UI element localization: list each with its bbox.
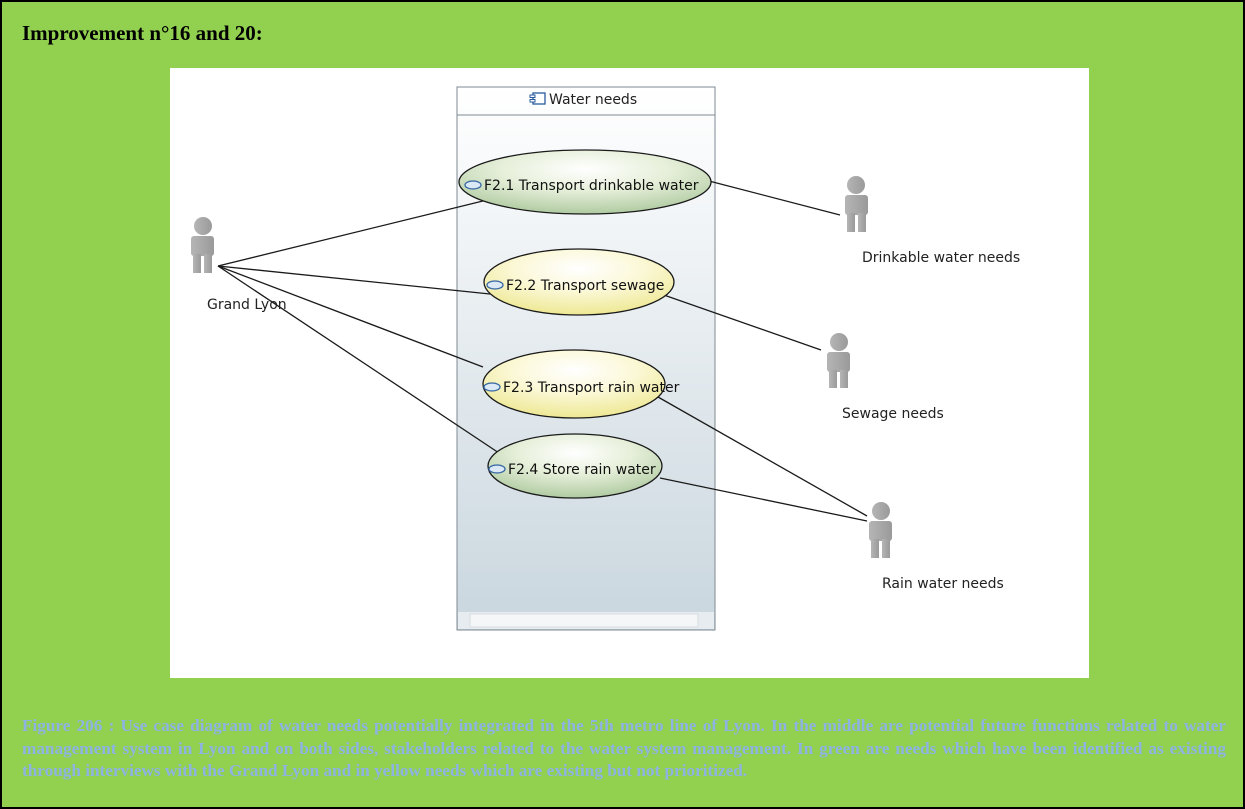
- system-title: Water needs: [549, 92, 637, 108]
- association-grand-lyon-f2-3: [217, 265, 484, 368]
- actor-label: Rain water needs: [882, 576, 1004, 592]
- use-case-f2-3[interactable]: F2.3 Transport rain water: [482, 349, 680, 419]
- association-grand-lyon-f2-2: [217, 265, 491, 295]
- use-case-f2-1[interactable]: F2.1 Transport drinkable water: [458, 149, 712, 215]
- use-case-label: F2.1 Transport drinkable water: [484, 178, 699, 194]
- use-case-label: F2.3 Transport rain water: [503, 380, 680, 396]
- improvement-heading: Improvement n°16 and 20:: [22, 21, 263, 45]
- use-case-label: F2.2 Transport sewage: [506, 278, 664, 294]
- actor-label: Grand Lyon: [207, 297, 287, 313]
- association-f2-2-sewage: [660, 293, 822, 351]
- association-grand-lyon-f2-1: [217, 198, 492, 267]
- use-case-f2-2[interactable]: F2.2 Transport sewage: [483, 248, 675, 316]
- use-case-f2-4[interactable]: F2.4 Store rain water: [487, 433, 663, 499]
- figure-caption: Figure 206 : Use case diagram of water n…: [22, 716, 1226, 780]
- actor-icon: [191, 217, 214, 273]
- use-case-diagram: Water needs F2.1 Transport drinkable wat…: [170, 68, 1089, 678]
- actor-rain-water-needs[interactable]: Rain water needs: [869, 502, 1004, 592]
- component-icon: [529, 92, 546, 105]
- actor-icon: [827, 333, 850, 388]
- actor-drinkable-water-needs[interactable]: Drinkable water needs: [845, 176, 1020, 266]
- actor-icon: [845, 176, 868, 232]
- association-f2-1-drinkable: [708, 180, 841, 216]
- actor-sewage-needs[interactable]: Sewage needs: [827, 333, 944, 422]
- association-f2-4-rain: [659, 477, 868, 522]
- actor-grand-lyon[interactable]: Grand Lyon: [191, 217, 287, 313]
- actor-icon: [869, 502, 892, 558]
- association-grand-lyon-f2-4: [217, 265, 503, 456]
- actor-label: Sewage needs: [842, 406, 944, 422]
- actor-label: Drinkable water needs: [862, 250, 1020, 266]
- use-case-label: F2.4 Store rain water: [508, 462, 656, 478]
- association-lines: [217, 180, 868, 522]
- association-f2-3-rain: [657, 396, 868, 517]
